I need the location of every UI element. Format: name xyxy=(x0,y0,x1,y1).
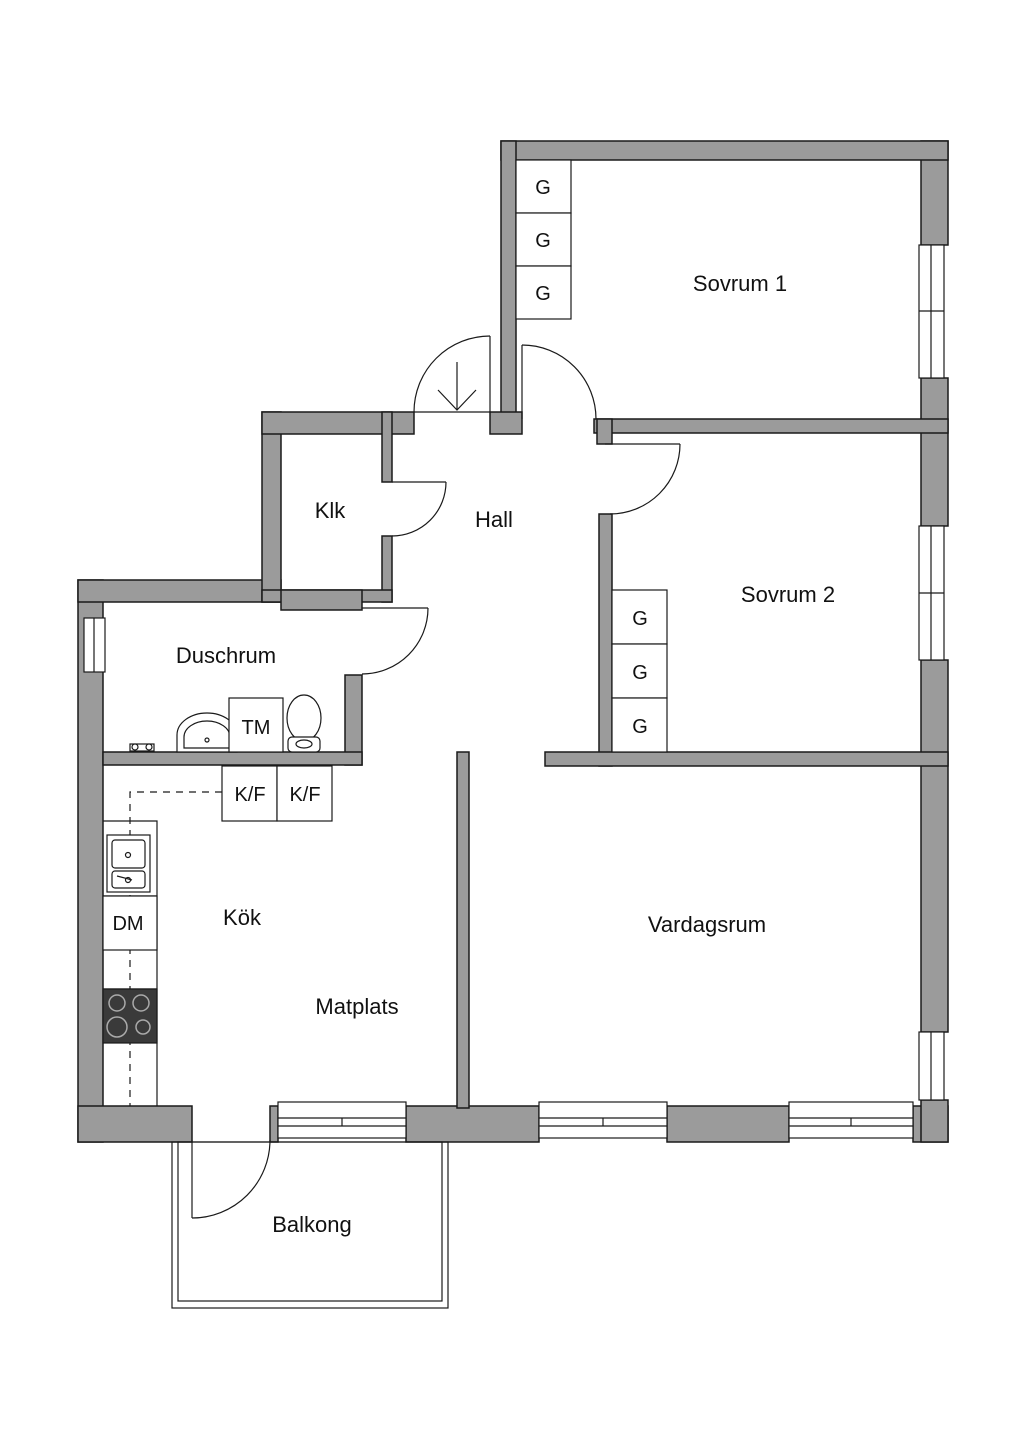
wardrobe-label: G xyxy=(535,230,551,252)
window-bath xyxy=(83,617,106,673)
wall-right-mid xyxy=(920,377,949,527)
room-label-klk: Klk xyxy=(315,498,347,523)
room-label-vardagsrum: Vardagsrum xyxy=(648,912,766,937)
balcony xyxy=(171,1141,449,1309)
toilet-icon xyxy=(286,694,322,753)
shower-tap-icon xyxy=(129,743,155,752)
bath-sink-icon xyxy=(176,712,238,753)
entrance-door xyxy=(413,335,491,413)
wardrobes-bedroom2: G G G xyxy=(611,589,668,753)
stove-icon xyxy=(102,988,158,1044)
wall-top-left xyxy=(77,579,282,603)
dishwasher xyxy=(102,895,158,951)
room-label-balkong: Balkong xyxy=(272,1212,352,1237)
window-bedroom1 xyxy=(918,244,945,379)
window-bedroom2 xyxy=(918,525,945,661)
wall-bottom-left xyxy=(77,1105,193,1143)
wardrobes-bedroom1: G G G xyxy=(515,159,572,320)
wall-bottom-mid3 xyxy=(666,1105,790,1143)
window-living-right xyxy=(918,1031,945,1101)
wall-klk-right-top xyxy=(381,411,393,483)
fridge-freezer-label: K/F xyxy=(289,784,320,806)
door-klk xyxy=(391,481,447,537)
room-label-kok: Kök xyxy=(223,905,262,930)
room-label-hall: Hall xyxy=(475,507,513,532)
door-bedroom1 xyxy=(521,344,597,420)
wall-left-bedroom1 xyxy=(500,140,517,420)
room-label-matplats: Matplats xyxy=(315,994,398,1019)
dishwasher-label: DM xyxy=(112,913,143,935)
wall-top-klk xyxy=(261,411,415,435)
wall-top-bedroom1 xyxy=(500,140,949,161)
wardrobe-label: G xyxy=(632,716,648,738)
room-label-sovrum2: Sovrum 2 xyxy=(741,582,835,607)
wall-bed1-bottom xyxy=(593,418,949,434)
wall-bed2-bottom xyxy=(544,751,949,767)
fridge-freezer xyxy=(276,765,333,822)
kitchen-fixtures: K/F K/F DM xyxy=(102,765,333,1106)
wall-bed2-left xyxy=(598,513,613,767)
walls xyxy=(77,140,949,1143)
door-balcony xyxy=(191,1139,271,1219)
wall-bath-bottom xyxy=(102,751,363,766)
washer xyxy=(228,697,284,753)
bath-fixtures: TM xyxy=(129,694,322,753)
room-label-duschrum: Duschrum xyxy=(176,643,276,668)
wardrobe-label: G xyxy=(535,283,551,305)
room-label-sovrum1: Sovrum 1 xyxy=(693,271,787,296)
windows xyxy=(83,244,945,1139)
wall-left xyxy=(77,579,104,1143)
wall-bath-top xyxy=(280,589,363,611)
wall-bedroom1-corner xyxy=(489,411,523,435)
wall-klk-left xyxy=(261,411,282,603)
window-living-bottom-1 xyxy=(538,1101,668,1139)
wardrobe-label: G xyxy=(535,177,551,199)
wall-bottom-mid2 xyxy=(405,1105,540,1143)
door-bedroom2 xyxy=(605,443,681,515)
kitchen-sink-icon xyxy=(106,834,151,893)
wall-right-bottom xyxy=(920,1099,949,1143)
room-labels: Sovrum 1 Sovrum 2 Klk Hall Duschrum Kök … xyxy=(176,271,835,1237)
window-kitchen-bottom xyxy=(277,1101,407,1139)
door-bath xyxy=(361,607,429,675)
wall-kitchen-divider xyxy=(456,751,470,1109)
wall-bed2-left-top xyxy=(596,418,613,445)
fridge-freezer-label: K/F xyxy=(234,784,265,806)
washer-label: TM xyxy=(242,717,271,739)
wardrobe-label: G xyxy=(632,662,648,684)
wardrobe-label: G xyxy=(632,608,648,630)
doors xyxy=(191,335,681,1219)
wall-bottom-mid xyxy=(269,1105,279,1143)
window-living-bottom-2 xyxy=(788,1101,914,1139)
wall-right-lower xyxy=(920,659,949,1033)
